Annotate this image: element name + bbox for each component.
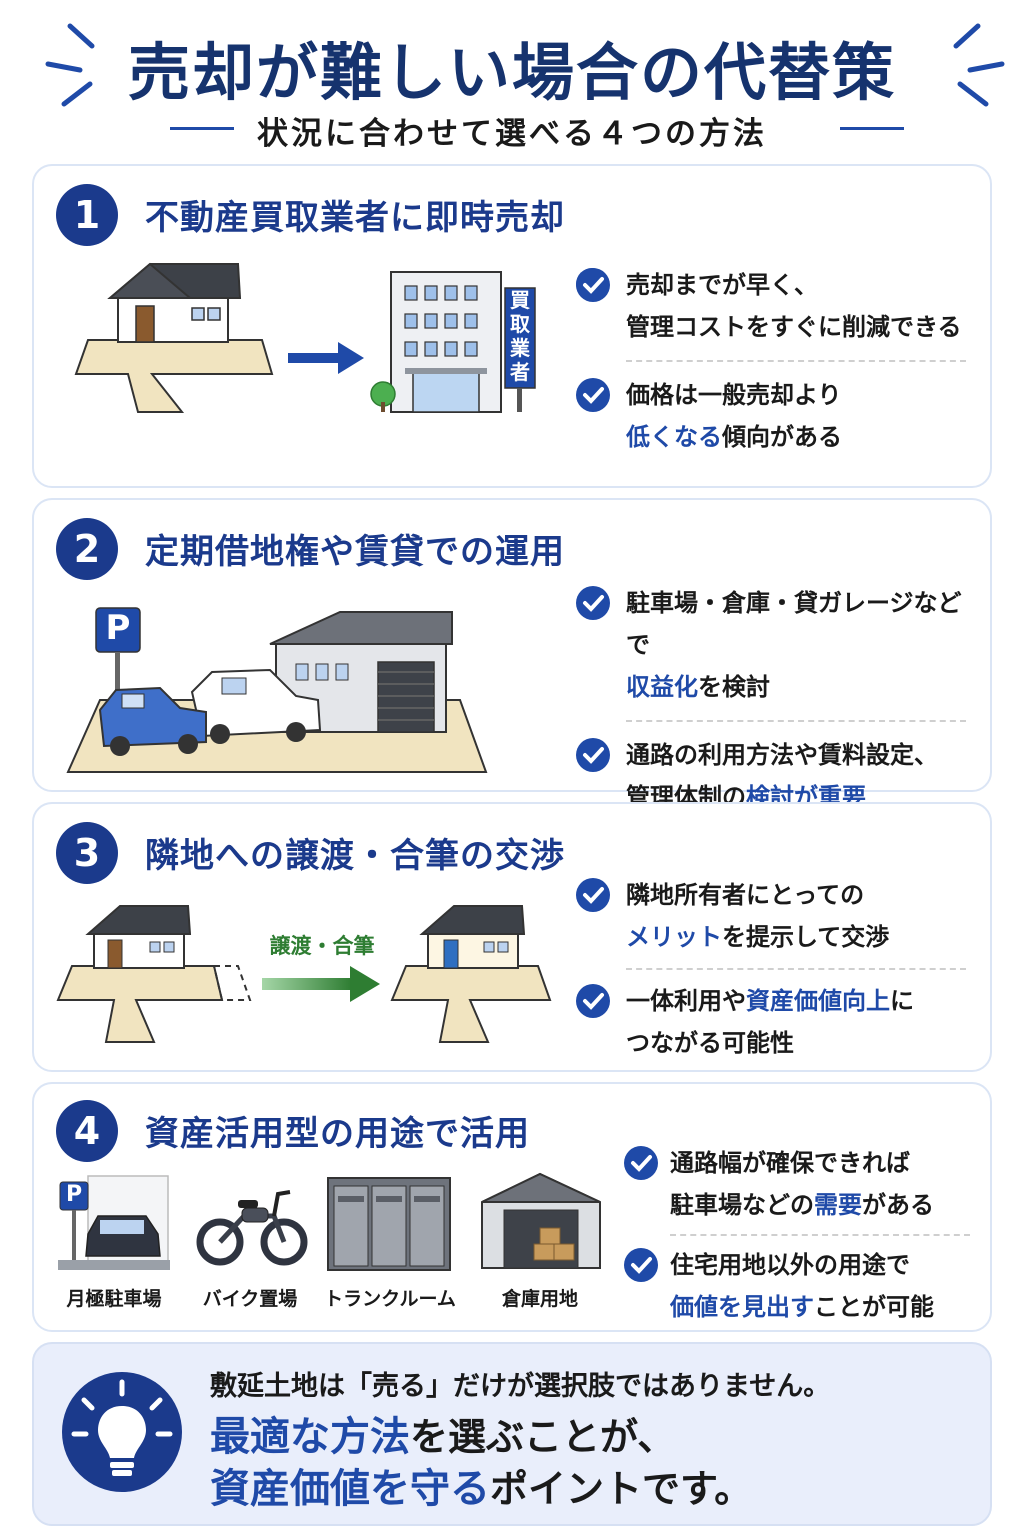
divider [670, 1234, 970, 1236]
summary-text: ポイントです。 [490, 1467, 753, 1511]
point-item: 価格は一般売却より 低くなる傾向がある [574, 374, 974, 458]
warehouse-lot-illustration [481, 1172, 601, 1269]
point-item: 売却までが早く、 管理コストをすぐに削減できる [574, 264, 974, 348]
sign-char: 業 [510, 336, 530, 360]
green-arrow-right-icon [262, 966, 380, 1002]
summary-line-3: 資産価値を守るポイントです。 [210, 1462, 752, 1516]
point-text: に [890, 987, 914, 1015]
divider [626, 360, 966, 362]
point-item: 通路幅が確保できれば 駐車場などの需要がある [622, 1142, 982, 1226]
highlight-text: 資産価値向上 [746, 987, 890, 1015]
point-item: 隣地所有者にとっての メリットを提示して交渉 [574, 874, 974, 958]
point-line: 価格は一般売却より [626, 381, 842, 409]
buyer-building-illustration [370, 271, 536, 413]
section-heading-1: 不動産買取業者に即時売却 [145, 198, 565, 238]
section-1-points: 売却までが早く、 管理コストをすぐに削減できる 価格は一般売却より 低くなる傾向… [574, 264, 974, 458]
section-heading-4: 資産活用型の用途で活用 [145, 1114, 530, 1154]
section-heading-3: 隣地への譲渡・合筆の交渉 [145, 836, 565, 876]
check-icon [576, 878, 610, 912]
point-line: メリットを提示して交渉 [626, 916, 974, 958]
point-line: 価値を見出すことが可能 [670, 1286, 982, 1328]
check-icon [576, 984, 610, 1018]
section-2-points: 駐車場・倉庫・貸ガレージなどで 収益化を検討 通路の利用方法や賃料設定、 管理体… [574, 582, 974, 818]
highlight-text: 低くなる [626, 423, 722, 451]
page-subtitle: 状況に合わせて選べる４つの方法 [257, 116, 767, 152]
divider [626, 720, 966, 722]
point-line: つながる可能性 [626, 1029, 794, 1057]
point-text: 駐車場などの [670, 1191, 814, 1219]
summary-text: を選ぶことが、 [410, 1415, 676, 1459]
section-number-1: 1 [56, 184, 118, 246]
divider [626, 968, 966, 970]
point-text: 一体利用や [626, 987, 746, 1015]
use-label: バイク置場 [202, 1288, 298, 1310]
subtitle-line-right [840, 127, 904, 130]
summary-line-1: 敷延土地は「売る」だけが選択肢ではありません。 [210, 1371, 831, 1402]
highlight-text: 収益化 [626, 673, 698, 701]
highlight-text: 需要 [814, 1191, 862, 1219]
point-text: 傾向がある [722, 423, 842, 451]
point-line: 低くなる傾向がある [626, 416, 974, 458]
point-line: 隣地所有者にとっての [626, 881, 865, 909]
check-icon [576, 586, 610, 620]
buyer-sign: 買 取 業 者 [505, 288, 535, 384]
arrow-right-icon [288, 342, 364, 374]
section-number-4: 4 [56, 1100, 118, 1162]
point-item: 駐車場・倉庫・貸ガレージなどで 収益化を検討 [574, 582, 974, 708]
motorcycle-illustration [196, 1190, 308, 1266]
point-line: 一体利用や資産価値向上に [626, 980, 974, 1022]
point-line: 収益化を検討 [626, 666, 974, 708]
parking-sign-letter: P [105, 608, 131, 648]
point-item: 一体利用や資産価値向上に つながる可能性 [574, 980, 974, 1064]
point-line: 通路の利用方法や賃料設定、 [626, 741, 938, 769]
point-line: 売却までが早く、 [626, 271, 818, 299]
check-icon [576, 738, 610, 772]
point-text: を提示して交渉 [722, 923, 890, 951]
summary-box [32, 1342, 992, 1526]
use-label: トランクルーム [324, 1288, 456, 1310]
point-item: 通路の利用方法や賃料設定、 管理体制の検討が重要 [574, 734, 974, 818]
check-icon [576, 268, 610, 302]
monthly-parking-illustration [58, 1175, 170, 1270]
section-number-3: 3 [56, 822, 118, 884]
point-line: 駐車場・倉庫・貸ガレージなどで [626, 589, 962, 659]
check-icon [576, 378, 610, 412]
summary-highlight: 最適な方法 [210, 1414, 410, 1460]
sign-char: 取 [510, 312, 530, 336]
point-text: を検討 [698, 673, 770, 701]
page-title: 売却が難しい場合の代替策 [127, 36, 896, 109]
use-label: 月極駐車場 [66, 1288, 162, 1310]
section-heading-2: 定期借地権や賃貸での運用 [145, 532, 565, 572]
transfer-arrow-label: 譲渡・合筆 [269, 934, 375, 958]
check-icon [624, 1146, 658, 1180]
house-before-illustration [56, 905, 252, 1043]
sparkle-right-icon [953, 23, 1005, 107]
point-text: がある [862, 1191, 934, 1219]
parking-sign-letter-small: P [65, 1182, 83, 1207]
highlight-text: メリット [626, 923, 722, 951]
sign-char: 者 [510, 360, 530, 384]
lightbulb-icon [62, 1372, 182, 1492]
sparkle-left-icon [45, 23, 95, 107]
use-label: 倉庫用地 [501, 1288, 578, 1310]
summary-line-2: 最適な方法を選ぶことが、 [210, 1410, 675, 1464]
point-line: 通路幅が確保できれば [670, 1149, 910, 1177]
point-line: 駐車場などの需要がある [670, 1184, 982, 1226]
point-line: 管理コストをすぐに削減できる [626, 313, 962, 341]
summary-highlight: 資産価値を守る [210, 1466, 490, 1512]
flag-lot-house-illustration [74, 262, 274, 413]
sign-char: 買 [510, 288, 530, 312]
point-line: 住宅用地以外の用途で [670, 1251, 910, 1279]
point-text: ことが可能 [814, 1293, 934, 1321]
check-icon [624, 1248, 658, 1282]
section-3-points: 隣地所有者にとっての メリットを提示して交渉 一体利用や資産価値向上に つながる… [574, 874, 974, 1064]
house-after-illustration [390, 905, 552, 1043]
section-4-points: 通路幅が確保できれば 駐車場などの需要がある 住宅用地以外の用途で 価値を見出す… [622, 1142, 982, 1328]
parking-warehouse-illustration [66, 607, 488, 773]
subtitle-line-left [170, 127, 234, 130]
section-number-2: 2 [56, 518, 118, 580]
point-item: 住宅用地以外の用途で 価値を見出すことが可能 [622, 1244, 982, 1328]
trunk-room-illustration [327, 1177, 451, 1271]
highlight-text: 価値を見出す [670, 1293, 814, 1321]
